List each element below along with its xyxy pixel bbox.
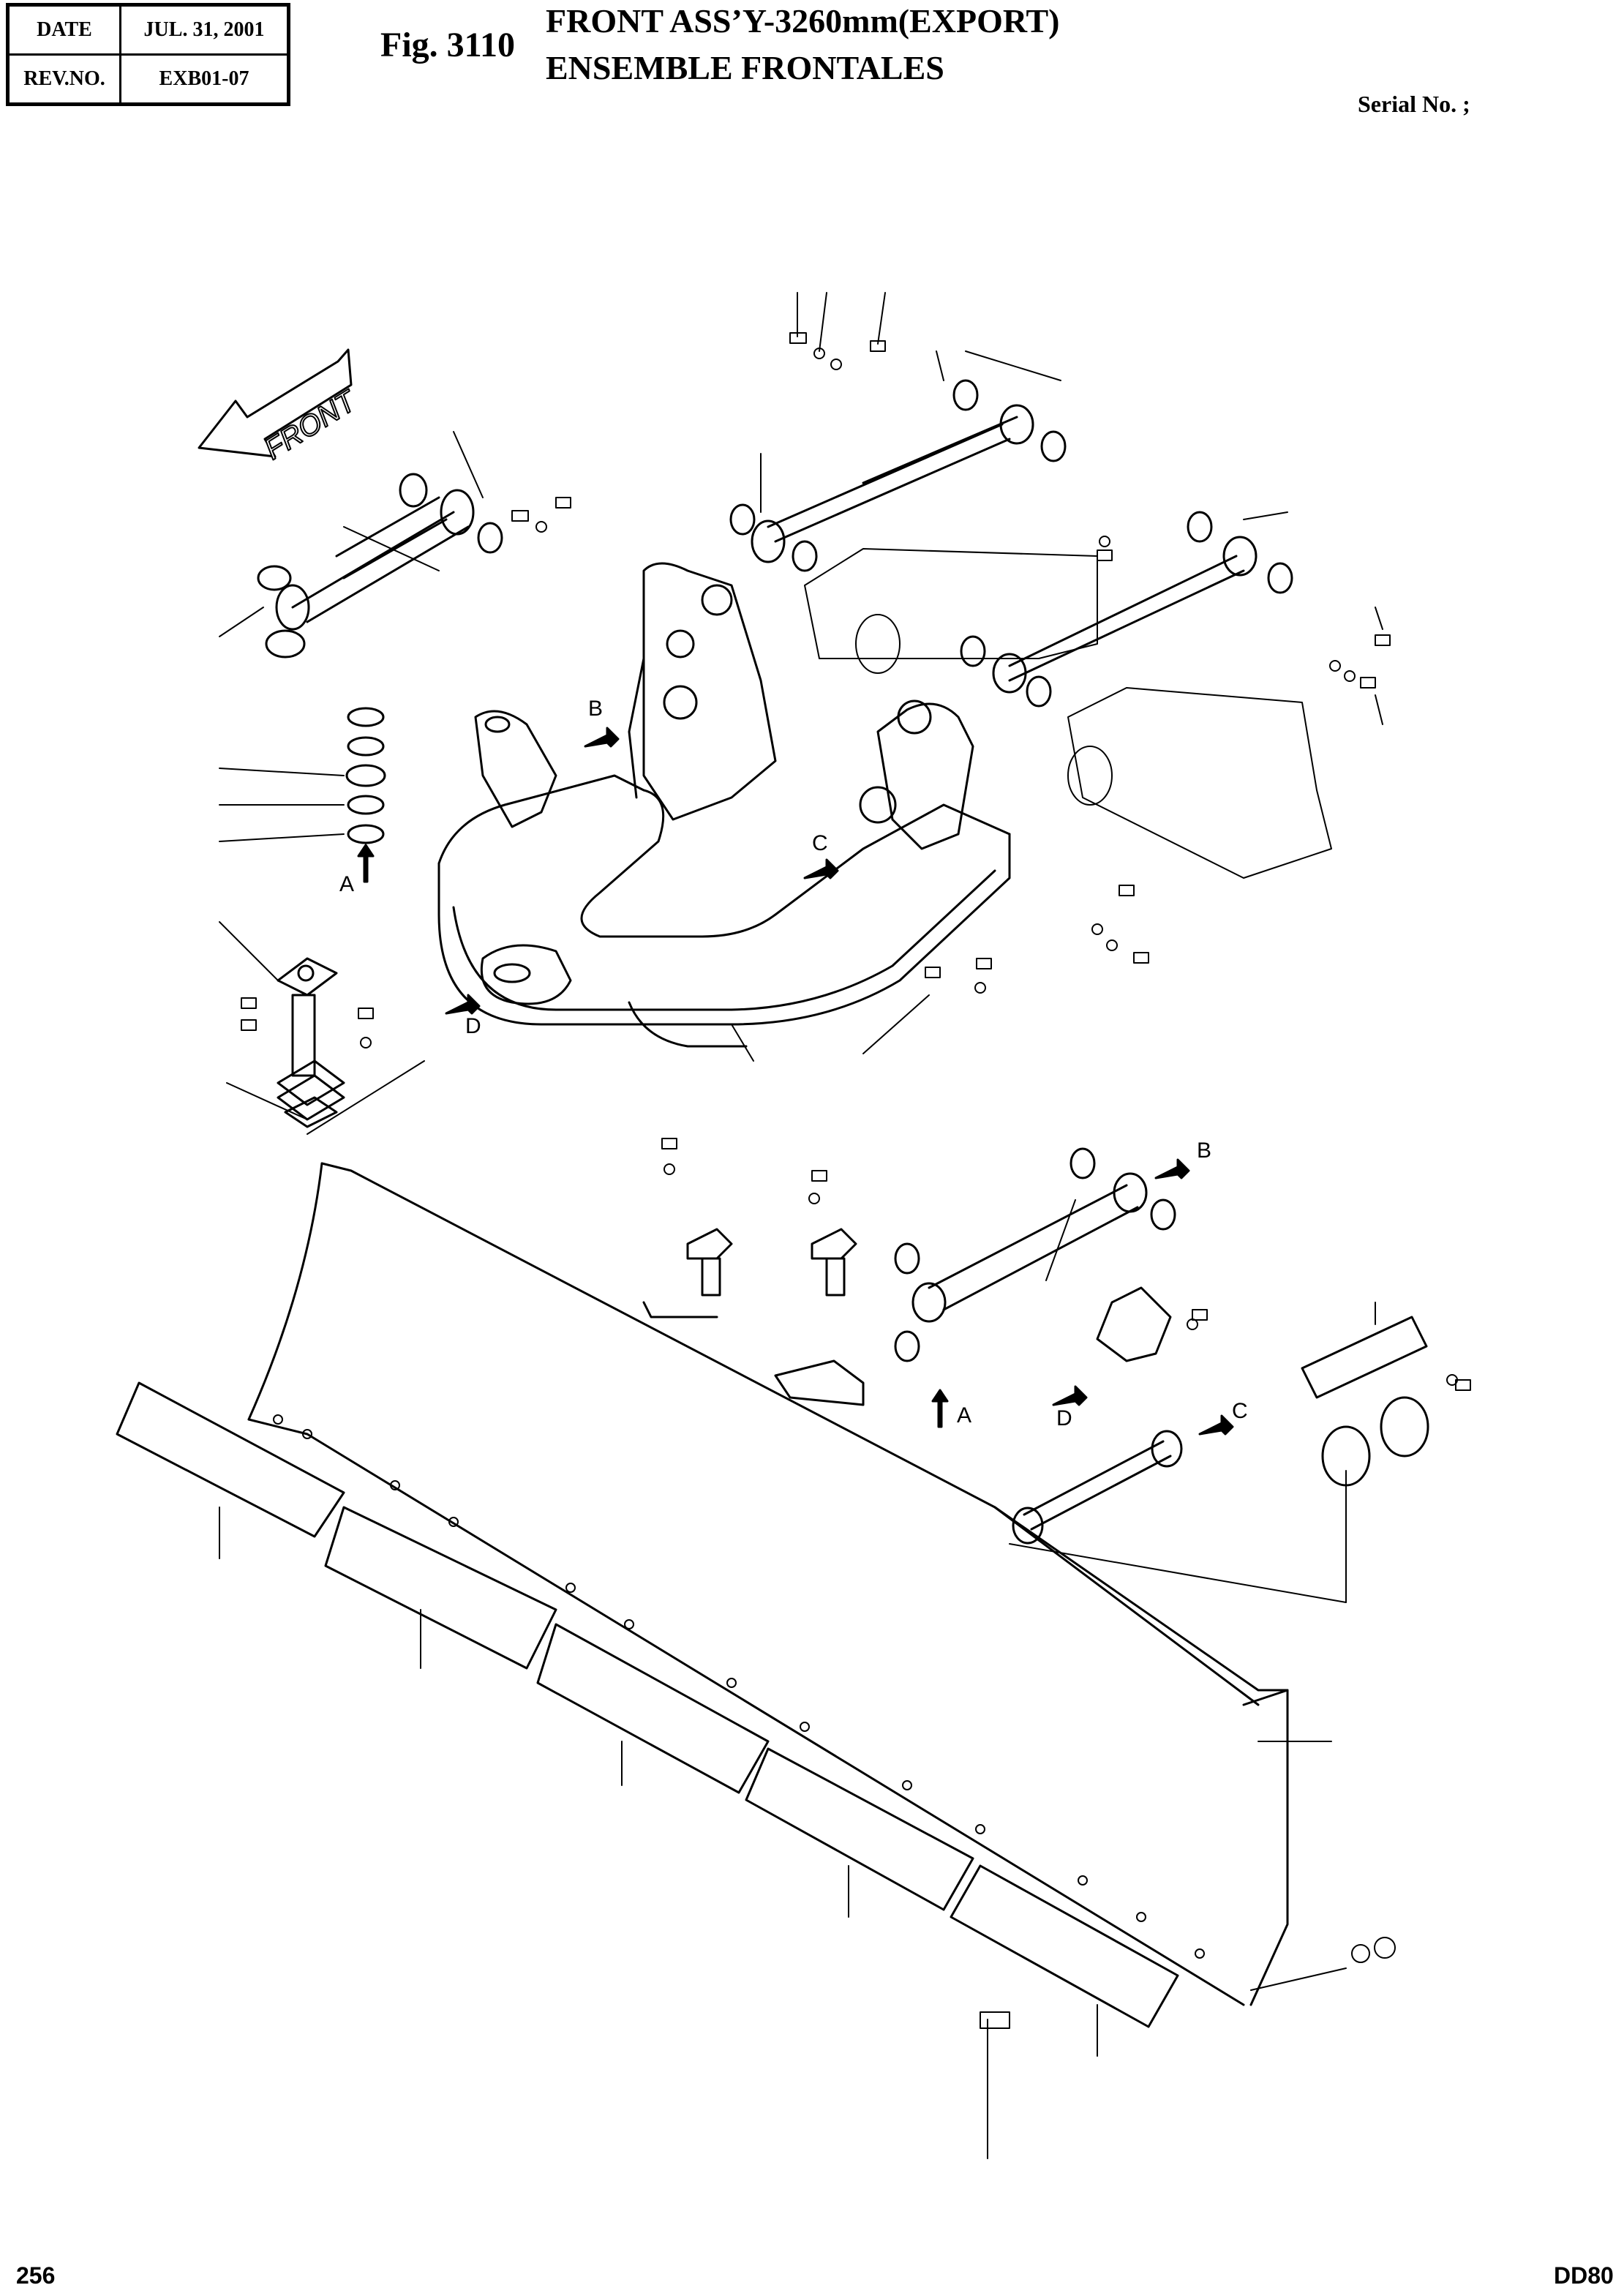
date-label: DATE [7,4,121,56]
cutting-edge-1 [116,1381,345,1538]
track-frame-ghost [804,548,1332,879]
model-code: DD80 [1554,2262,1614,2289]
title-english: FRONT ASS’Y-3260mm(EXPORT) [546,2,1060,40]
blade-cylinder-lower [1012,1430,1183,1545]
marker-a-lower: A [931,1389,971,1428]
marker-d-upper: D [445,994,481,1038]
header-info-table: DATE JUL. 31, 2001 REV.NO. EXB01-07 [6,3,290,106]
figure-number: Fig. 3110 [380,26,516,64]
svg-text:B: B [1197,1138,1211,1163]
svg-text:C: C [812,831,828,855]
svg-text:A: A [957,1403,971,1428]
svg-text:C: C [1232,1399,1248,1423]
cutting-edge-4 [745,1747,974,1911]
tilt-cylinder-upper [729,379,1067,572]
page-number: 256 [16,2262,56,2289]
serial-number-label: Serial No. ; [1358,91,1470,117]
cutting-edge-3 [536,1623,770,1794]
pivot-post-assembly [277,957,345,1128]
marker-b-upper: B [584,697,620,748]
cutting-edge-2 [324,1506,557,1670]
rev-value: EXB01-07 [119,53,290,105]
cutting-edge-5 [950,1864,1179,2028]
marker-c-lower: C [1198,1399,1248,1436]
date-value: JUL. 31, 2001 [119,4,290,56]
marker-c-upper: C [803,831,839,879]
lift-cylinder-left [257,473,503,659]
svg-text:D: D [465,1014,481,1038]
hose-guard-and-clamps [1301,1316,1429,1487]
svg-text:D: D [1056,1406,1072,1430]
marker-b-lower: B [1154,1138,1211,1179]
dozer-blade [116,1162,1289,2028]
marker-d-lower: D [1052,1385,1088,1430]
front-label: FRONT [259,384,363,466]
blade-bolt-holes [273,1414,1205,1959]
part-leader-lines [219,292,1383,2159]
rev-label: REV.NO. [7,53,121,105]
bushing-stack [345,707,386,844]
blade-cylinder-lower-upper [894,1147,1176,1362]
svg-text:A: A [339,872,354,896]
c-frame-assembly [437,562,1011,1048]
front-direction-arrow: FRONT [198,348,364,467]
title-french: ENSEMBLE FRONTALES [546,49,944,86]
svg-text:B: B [588,697,603,721]
marker-a-upper: A [339,844,375,896]
cylinder-right [960,511,1293,708]
bolts-and-fittings [241,332,1471,2029]
blade-mount-brackets [642,1228,1172,1406]
